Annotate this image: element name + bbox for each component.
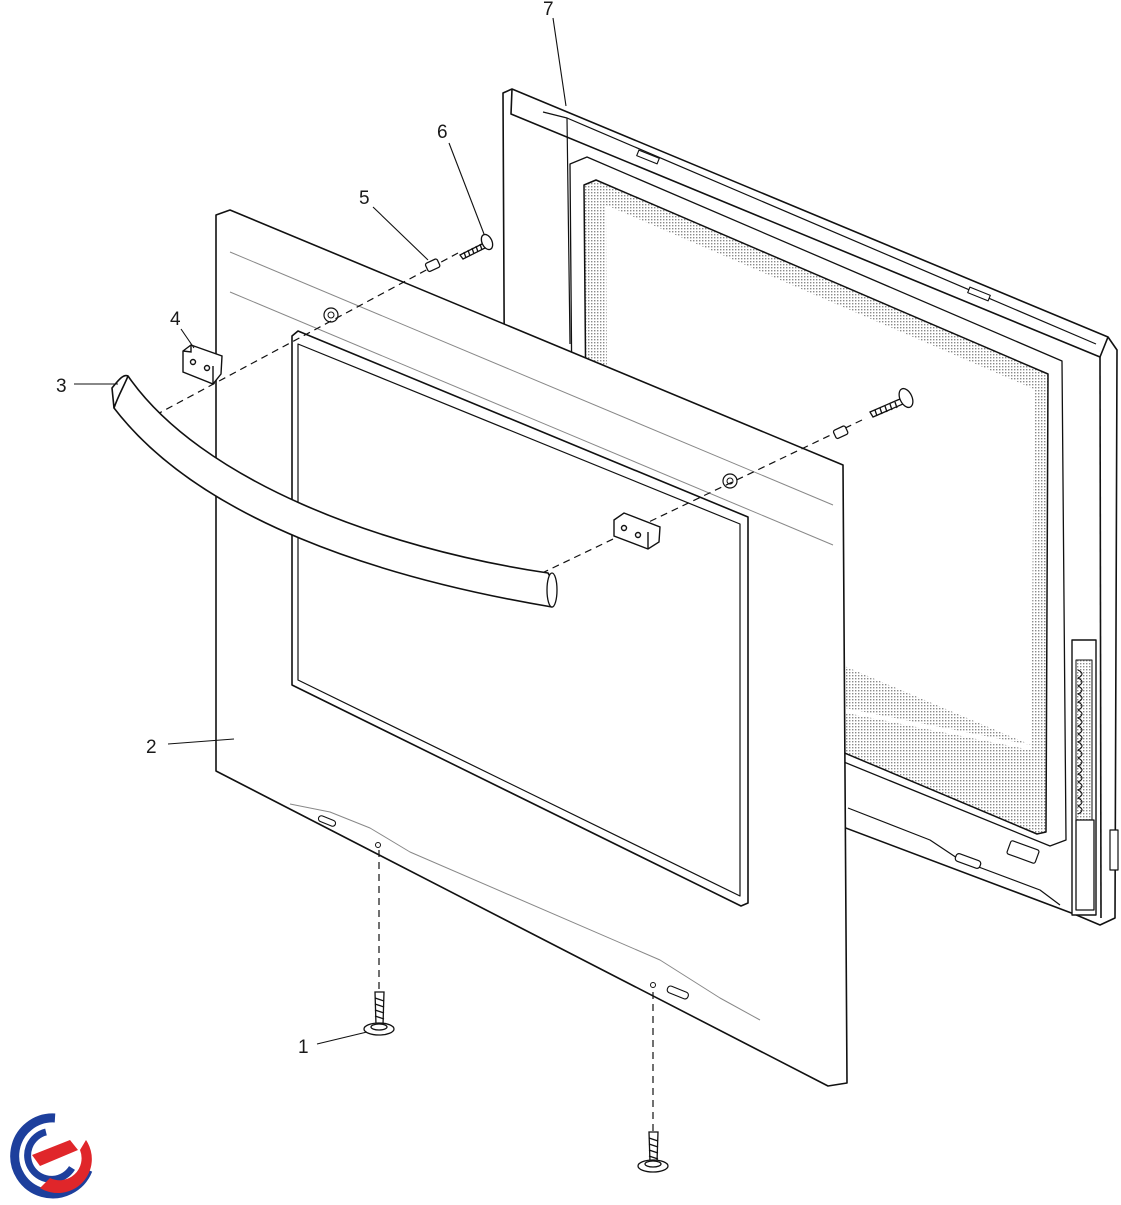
callout-6: 6	[437, 122, 448, 143]
handle-mount-left	[182, 344, 223, 385]
assembly-lines	[149, 252, 863, 1140]
front-door-panel	[215, 209, 848, 1087]
callout-leaders	[74, 17, 567, 1045]
screws-lower	[363, 991, 669, 1173]
spacers	[424, 258, 849, 440]
callout-1: 1	[298, 1037, 309, 1058]
brand-logo	[10, 1113, 93, 1199]
callout-4: 4	[170, 309, 181, 330]
callout-7: 7	[543, 0, 554, 20]
callout-5: 5	[359, 188, 370, 209]
door-handle	[111, 374, 558, 608]
screws-upper	[459, 233, 914, 418]
callout-3: 3	[56, 376, 67, 397]
handle-mount-right	[613, 512, 661, 550]
callout-2: 2	[146, 737, 157, 758]
